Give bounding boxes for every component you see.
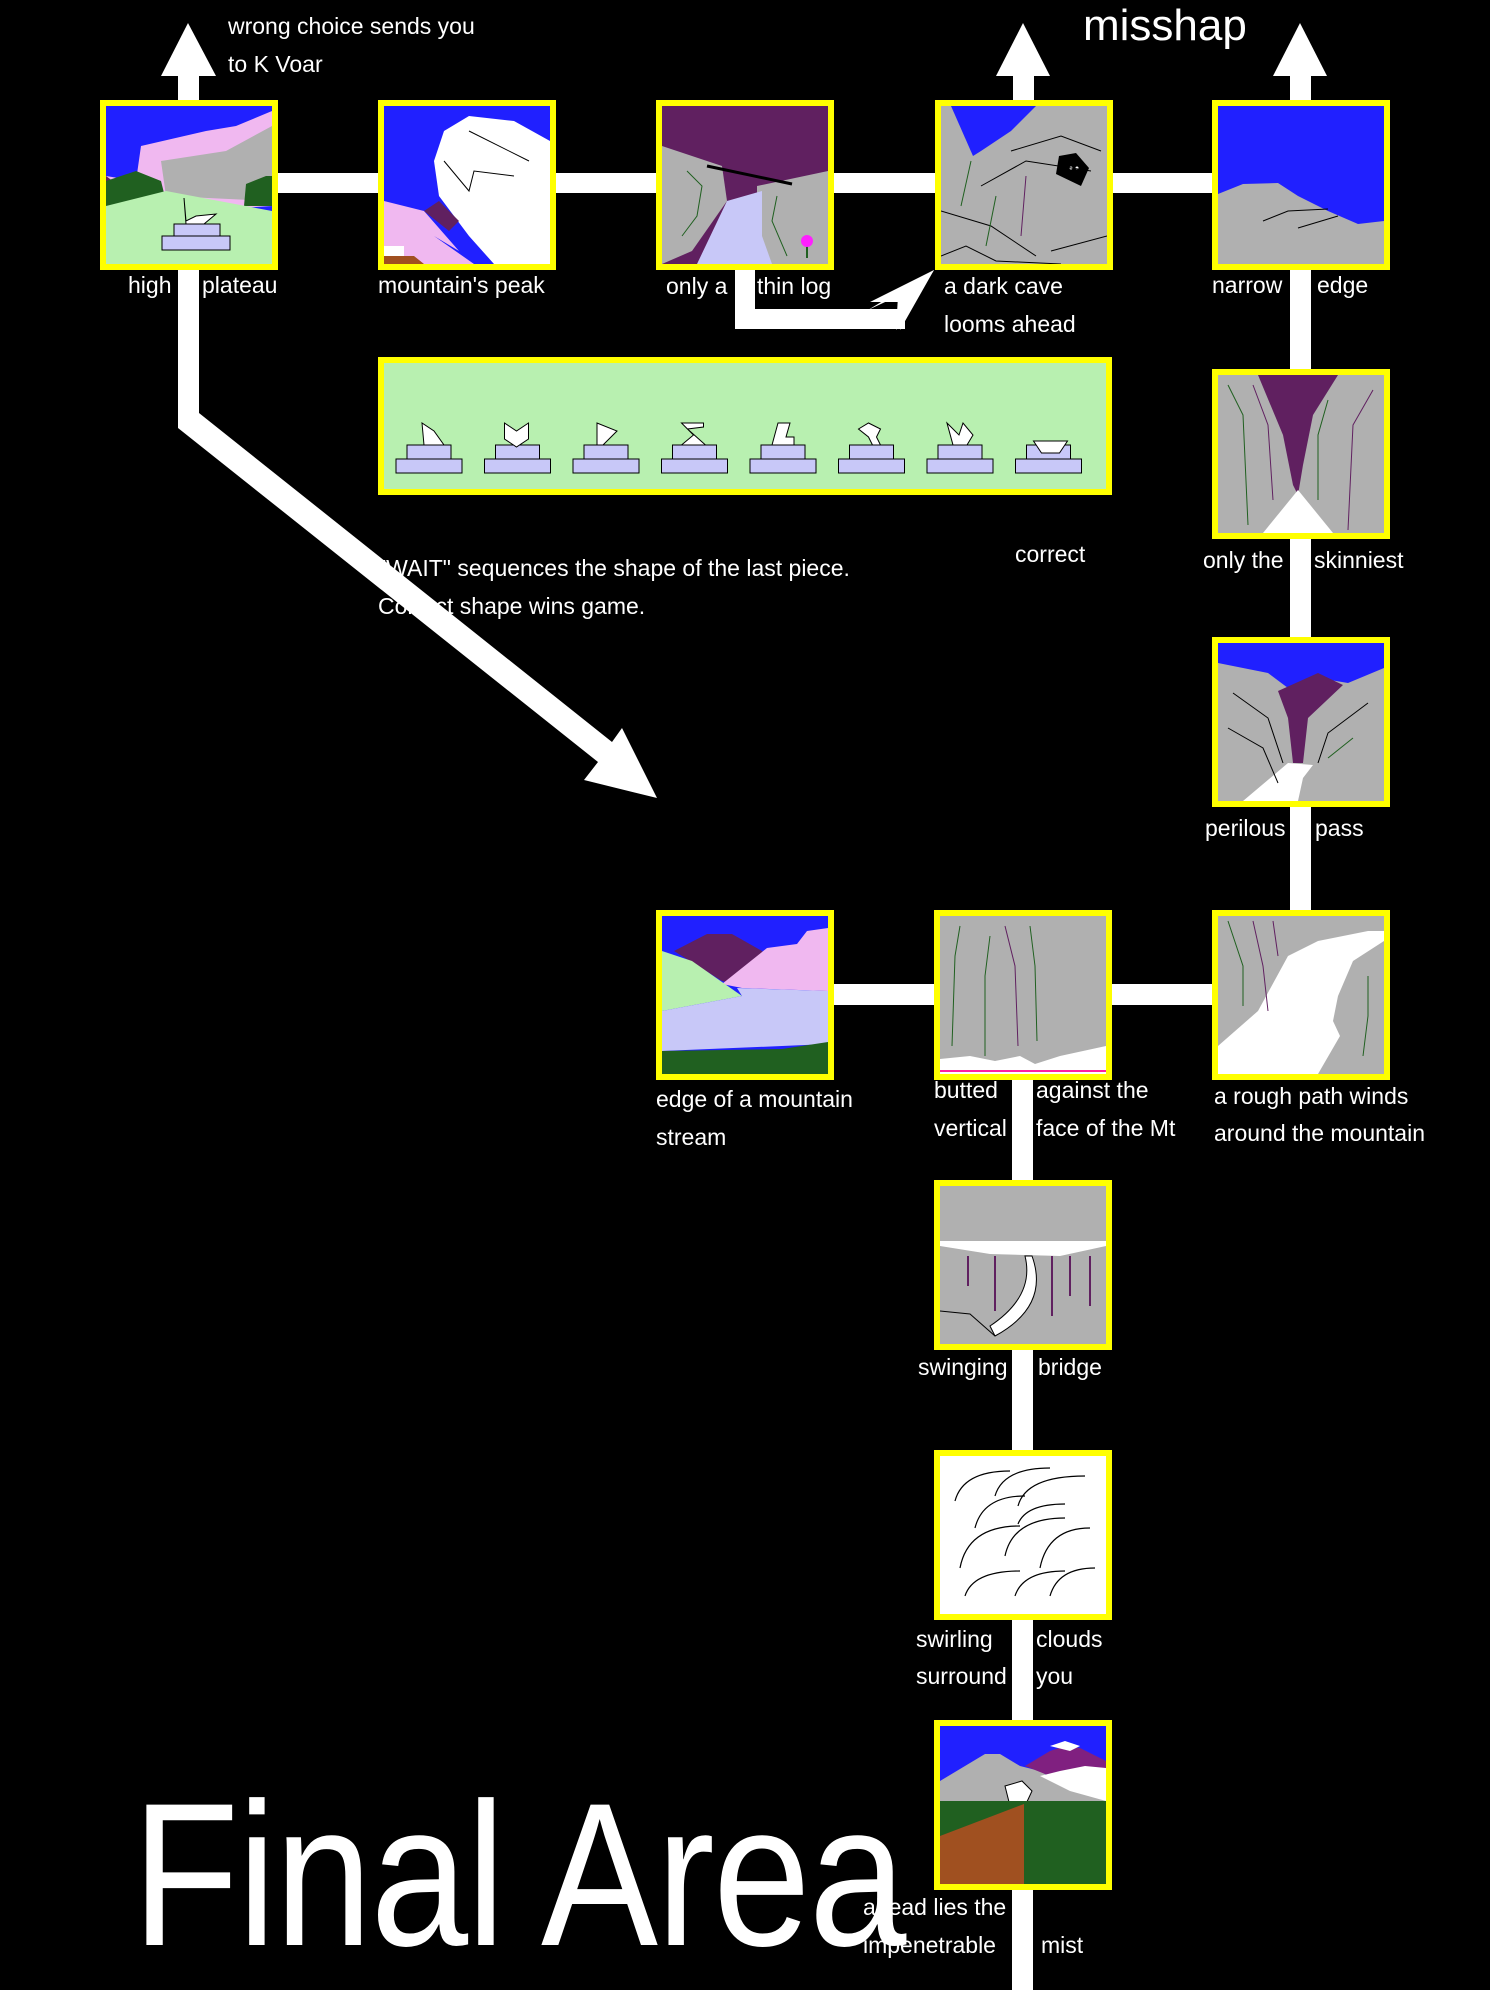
cloud-swirl [1017, 1475, 1086, 1507]
scene-swirling-clouds[interactable] [934, 1450, 1112, 1620]
label-pass: pass [1315, 815, 1364, 841]
wait-pieces-strip [395, 421, 1082, 474]
connector-right-column [1290, 270, 1311, 910]
cloud-swirl [1049, 1567, 1096, 1597]
label-plateau: plateau [202, 272, 278, 298]
scene-mountain-stream[interactable] [656, 910, 834, 1080]
cloud-swirl [959, 1525, 1021, 1569]
scene-dark-cave[interactable] [935, 100, 1113, 270]
wait-piece [749, 422, 817, 474]
label-edge: edge [1317, 272, 1369, 298]
thin-log-picture [662, 106, 828, 264]
area-title: Final Area [132, 1761, 906, 1989]
label-ahead-lies-the: ahead lies the [863, 1894, 1007, 1920]
swirling-clouds-picture [940, 1456, 1106, 1614]
scene-perilous-pass[interactable] [1212, 637, 1390, 807]
label-rough-path-line2: around the mountain [1214, 1120, 1425, 1146]
label-dark-cave-line2: looms ahead [944, 311, 1076, 337]
scene-skinniest[interactable] [1212, 369, 1390, 539]
exit-arrow-k-voar [161, 23, 216, 102]
narrow-edge-picture [1218, 106, 1384, 264]
cloud-swirl [1014, 1570, 1066, 1597]
wrong-choice-note-line2: to K Voar [228, 51, 323, 77]
scene-narrow-edge[interactable] [1212, 100, 1390, 270]
cave-opening [1056, 153, 1089, 186]
scene-mountains-peak[interactable] [378, 100, 556, 270]
label-narrow: narrow [1212, 272, 1283, 298]
label-swirling: swirling [916, 1626, 993, 1652]
label-stream-line2: stream [656, 1124, 727, 1150]
diagonal-path-arrow [178, 270, 657, 798]
swinging-bridge-picture [940, 1186, 1106, 1344]
label-only-a: only a [666, 273, 728, 299]
cloud-swirl [954, 1470, 1011, 1502]
cloud-swirl [1017, 1503, 1066, 1525]
cloud-swirl [1039, 1527, 1091, 1569]
flower-icon [801, 235, 813, 258]
label-vertical: vertical [934, 1115, 1007, 1141]
label-stream-line1: edge of a mountain [656, 1086, 853, 1112]
dark-cave-picture [941, 106, 1107, 264]
wait-piece [926, 421, 994, 474]
cloud-swirl [1004, 1517, 1066, 1557]
vertical-face-picture [940, 916, 1106, 1074]
scene-swinging-bridge[interactable] [934, 1180, 1112, 1350]
label-surround: surround [916, 1663, 1007, 1689]
wait-piece [572, 422, 640, 474]
label-you: you [1036, 1663, 1074, 1689]
mountain-stream-picture [662, 916, 828, 1074]
impenetrable-mist-picture [940, 1726, 1106, 1884]
scene-impenetrable-mist[interactable] [934, 1720, 1112, 1890]
cloud-swirl [964, 1570, 1021, 1597]
label-skinniest: skinniest [1314, 547, 1404, 573]
wait-piece [661, 422, 728, 474]
mountains-peak-picture [384, 106, 550, 264]
exit-arrow-misshap-cave [996, 23, 1050, 102]
wait-piece-correct [1015, 440, 1082, 474]
cloud-swirl [994, 1467, 1051, 1497]
skinniest-picture [1218, 375, 1384, 533]
high-plateau-picture [106, 106, 272, 264]
scene-high-plateau[interactable] [100, 100, 278, 270]
label-swinging: swinging [918, 1354, 1008, 1380]
label-clouds: clouds [1036, 1626, 1103, 1652]
label-rough-path-line1: a rough path winds [1214, 1083, 1409, 1109]
wrong-choice-note-line1: wrong choice sends you [228, 13, 475, 39]
wait-piece [395, 422, 463, 474]
log-to-cave-arrow [735, 270, 934, 330]
label-dark-cave-line1: a dark cave [944, 273, 1063, 299]
wait-piece [484, 422, 551, 474]
misshap-label: misshap [1083, 1, 1247, 50]
perilous-pass-picture [1218, 643, 1384, 801]
exit-arrow-misshap-edge [1273, 23, 1327, 102]
label-bridge: bridge [1038, 1354, 1102, 1380]
label-face-of-the-mt: face of the Mt [1036, 1115, 1176, 1141]
label-mist: mist [1041, 1932, 1084, 1958]
correct-piece-label: correct [1015, 541, 1086, 567]
wait-note-line1: "WAIT" sequences the shape of the last p… [378, 555, 850, 581]
scene-thin-log[interactable] [656, 100, 834, 270]
rough-path-picture [1218, 916, 1384, 1074]
label-high: high [128, 272, 172, 298]
label-mountains-peak: mountain's peak [378, 272, 545, 298]
label-thin-log: thin log [757, 273, 832, 299]
label-against-the: against the [1036, 1077, 1149, 1103]
cloud-swirl [974, 1495, 1026, 1529]
label-butted: butted [934, 1077, 998, 1103]
scene-rough-path[interactable] [1212, 910, 1390, 1080]
scene-vertical-face[interactable] [934, 910, 1112, 1080]
wait-note-line2: Correct shape wins game. [378, 593, 646, 619]
label-perilous: perilous [1205, 815, 1286, 841]
label-impenetrable: impenetrable [863, 1932, 996, 1958]
label-only-the: only the [1203, 547, 1284, 573]
wait-piece [838, 422, 905, 474]
wait-sequence-banner [378, 357, 1112, 495]
